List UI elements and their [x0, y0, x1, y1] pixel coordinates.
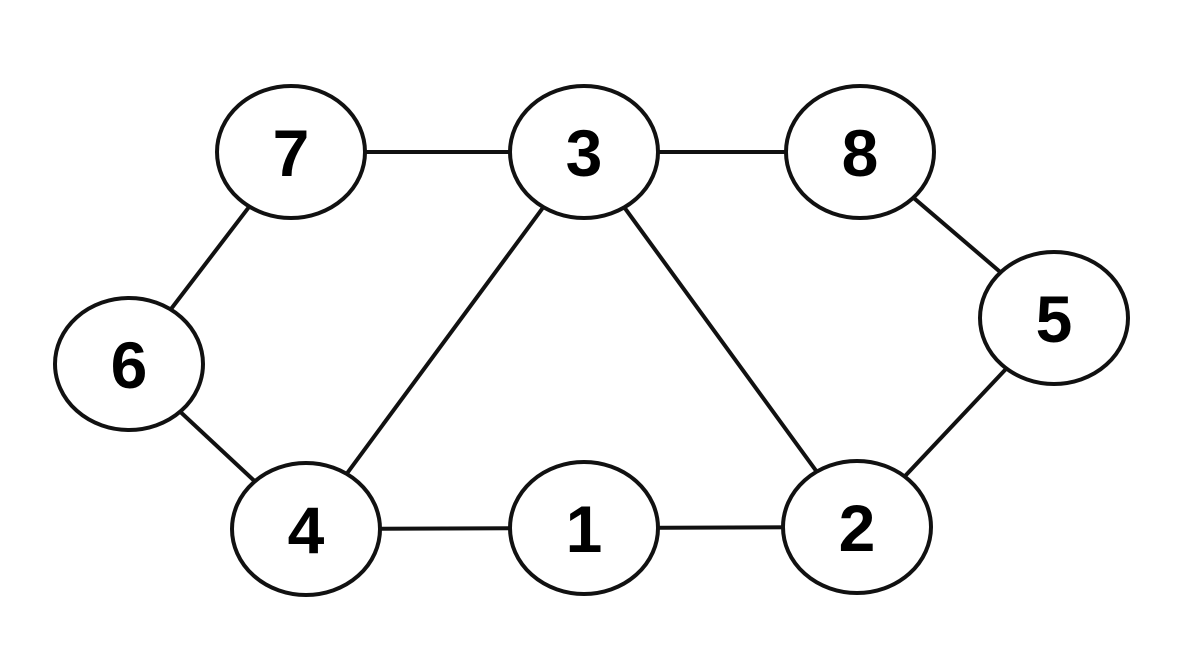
- node-circle-3: [508, 84, 660, 220]
- node-label-7: 7: [273, 116, 310, 190]
- node-circle-2: [781, 459, 933, 595]
- edge-4-3: [304, 150, 586, 531]
- node-label-6: 6: [111, 328, 148, 402]
- graph-node-3: 3: [508, 84, 660, 220]
- edge-3-2: [582, 150, 859, 529]
- graph-node-8: 8: [784, 84, 936, 220]
- graph-node-6: 6: [53, 296, 205, 432]
- graph-node-2: 2: [781, 459, 933, 595]
- graph-node-5: 5: [978, 250, 1130, 386]
- node-label-4: 4: [288, 493, 325, 567]
- node-circle-7: [215, 84, 367, 220]
- graph-node-7: 7: [215, 84, 367, 220]
- node-circle-6: [53, 296, 205, 432]
- node-label-3: 3: [566, 116, 603, 190]
- graph-node-4: 4: [230, 461, 382, 597]
- graph-node-1: 1: [508, 460, 660, 596]
- node-circle-8: [784, 84, 936, 220]
- node-label-1: 1: [566, 492, 603, 566]
- node-label-8: 8: [842, 116, 879, 190]
- node-circle-1: [508, 460, 660, 596]
- node-label-2: 2: [839, 491, 876, 565]
- node-label-5: 5: [1036, 282, 1073, 356]
- node-circle-4: [230, 461, 382, 597]
- node-circle-5: [978, 250, 1130, 386]
